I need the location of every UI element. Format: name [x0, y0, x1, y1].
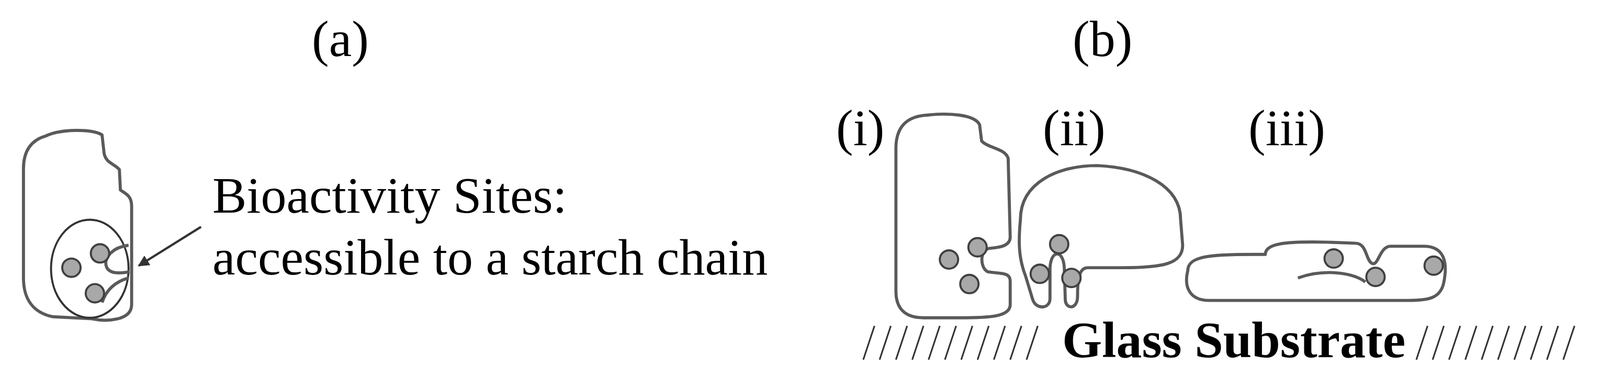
protein-outline — [895, 114, 1010, 318]
hatch-stroke — [1010, 325, 1022, 359]
panel-label: (i) — [836, 98, 885, 158]
hatch-stroke — [1448, 325, 1460, 359]
site-region — [51, 219, 129, 318]
hatch-stroke — [1530, 325, 1542, 359]
callout-text: Bioactivity Sites: accessible to a starc… — [212, 164, 783, 288]
hatch-stroke — [928, 325, 940, 359]
hatch-stroke — [994, 325, 1006, 359]
hatch-stroke — [1497, 325, 1509, 359]
hatch-stroke — [1547, 325, 1559, 359]
bioactivity-site — [1062, 268, 1081, 287]
panel-label: (iii) — [1248, 98, 1326, 158]
hatch-stroke — [944, 325, 956, 359]
hatch-stroke — [1465, 325, 1477, 359]
substrate-label: Glass Substrate — [1062, 310, 1406, 370]
bioactivity-site — [85, 283, 105, 302]
bioactivity-site — [960, 274, 979, 294]
bioactivity-site — [1030, 264, 1050, 283]
bioactivity-site — [939, 250, 959, 269]
bioactivity-site — [91, 243, 110, 263]
panel-label: (ii) — [1042, 98, 1106, 158]
bioactivity-site — [968, 238, 987, 257]
bioactivity-site — [1050, 234, 1069, 254]
hatch-stroke — [977, 325, 989, 359]
panel-label: (a) — [311, 9, 369, 69]
hatch-stroke — [1514, 325, 1526, 359]
bioactivity-site — [1366, 267, 1385, 286]
protein-outline — [1186, 241, 1446, 301]
hatch-stroke — [912, 325, 924, 359]
site-pocket — [102, 277, 129, 303]
leader-arrow — [138, 226, 201, 266]
bioactivity-site — [62, 258, 81, 277]
hatch-stroke — [1563, 325, 1575, 359]
hatch-stroke — [895, 325, 907, 359]
bioactivity-site — [1424, 256, 1444, 275]
site-pocket — [1298, 272, 1366, 282]
hatch-stroke — [879, 325, 891, 359]
protein-outline — [1019, 165, 1183, 307]
hatch-stroke — [1416, 325, 1428, 359]
panel-label: (b) — [1072, 9, 1133, 69]
hatch-stroke — [1432, 325, 1444, 359]
protein-outline — [23, 130, 132, 320]
hatch-stroke — [1481, 325, 1493, 359]
hatch-stroke — [1026, 325, 1038, 359]
bioactivity-site — [1324, 249, 1343, 268]
hatch-stroke — [863, 325, 875, 359]
hatch-stroke — [961, 325, 973, 359]
